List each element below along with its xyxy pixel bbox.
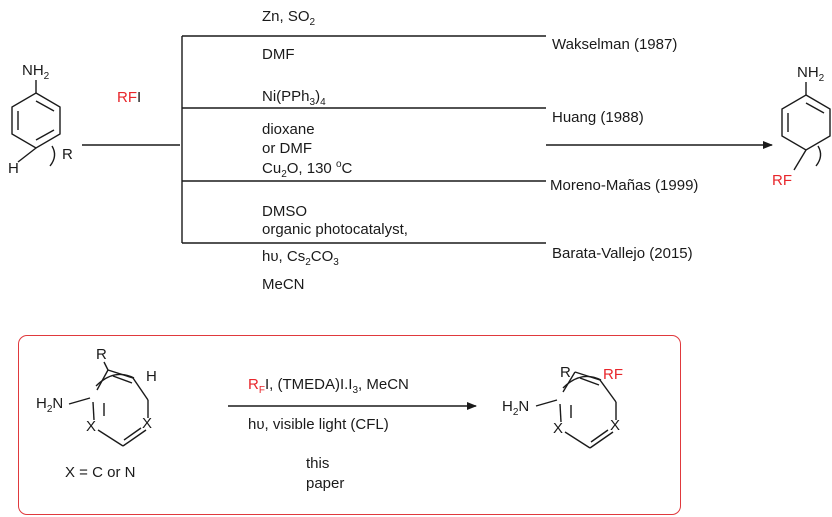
reference-huang: Huang (1988) bbox=[552, 109, 644, 126]
condition-4-line2: hυ, Cs2CO3 bbox=[262, 248, 339, 268]
condition-2-line2: dioxane bbox=[262, 121, 315, 138]
reagent-rf: RF bbox=[117, 89, 137, 106]
box-reactant-x1: X bbox=[86, 418, 97, 435]
reagent-label: RFI bbox=[117, 89, 141, 106]
box-product-r: R bbox=[560, 364, 571, 381]
condition-3-line2: DMSO bbox=[262, 203, 307, 220]
box-arrow-above-label: RFI, (TMEDA)I.I3, MeCN bbox=[248, 376, 409, 396]
box-reagent-rf: RF bbox=[248, 376, 265, 396]
this-paper-box bbox=[18, 335, 681, 515]
box-product-ring bbox=[535, 371, 617, 449]
box-reactant-x2: X bbox=[142, 415, 153, 432]
condition-4-line1: organic photocatalyst, bbox=[262, 221, 408, 238]
product-aniline-ring bbox=[781, 82, 831, 171]
nh2-text: NH2 bbox=[22, 62, 50, 82]
product-rf-label: RF bbox=[772, 172, 792, 189]
reference-moreno-manas: Moreno-Mañas (1999) bbox=[550, 177, 699, 194]
box-reagent-rest: I, (TMEDA)I.I3, MeCN bbox=[264, 376, 409, 396]
x-definition: X = C or N bbox=[65, 464, 136, 481]
box-product-x2: X bbox=[610, 417, 621, 434]
condition-1-line2: DMF bbox=[262, 46, 295, 63]
reactant-nh2-label: NH2 bbox=[22, 62, 50, 82]
box-product-h2n: H2N bbox=[502, 398, 530, 418]
box-reactant-ring bbox=[68, 361, 149, 447]
condition-1-line1: Zn, SO2 bbox=[262, 8, 316, 28]
box-product-x1: X bbox=[553, 420, 564, 437]
condition-2-line1: Ni(PPh3)4 bbox=[262, 88, 326, 108]
condition-4-line3: MeCN bbox=[262, 276, 305, 293]
reactant-h-label: H bbox=[8, 160, 19, 177]
note-paper: paper bbox=[306, 475, 345, 492]
box-reactant-r: R bbox=[96, 346, 107, 363]
reference-wakselman: Wakselman (1987) bbox=[552, 36, 678, 53]
reference-barata-vallejo: Barata-Vallejo (2015) bbox=[552, 245, 693, 262]
condition-2-line3: or DMF bbox=[262, 140, 312, 157]
product-nh2-label: NH2 bbox=[797, 64, 825, 84]
box-arrow-below-label: hυ, visible light (CFL) bbox=[248, 416, 389, 433]
note-this: this bbox=[306, 455, 330, 472]
condition-3-line1: Cu2O, 130 oC bbox=[262, 159, 353, 180]
box-product-rf: RF bbox=[603, 366, 623, 383]
reactant-aniline-ring bbox=[11, 80, 61, 167]
reactant-r-label: R bbox=[62, 146, 73, 163]
box-reactant-h: H bbox=[146, 368, 157, 385]
reagent-iodide: I bbox=[137, 89, 142, 106]
box-reactant-h2n: H2N bbox=[36, 395, 64, 415]
